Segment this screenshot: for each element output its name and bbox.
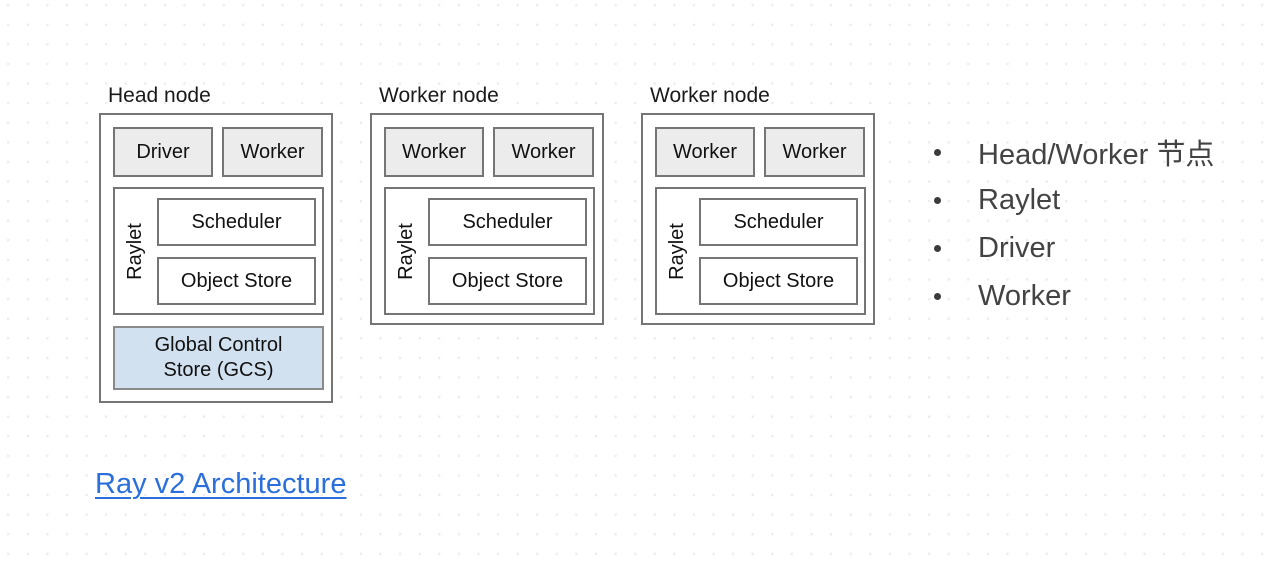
bullet-item-label: Driver (978, 231, 1056, 264)
head-node-object-store-box[interactable]: Object Store (157, 257, 316, 305)
head-node-raylet-box: Raylet Scheduler Object Store (113, 187, 324, 315)
raylet-label: Raylet (391, 189, 421, 313)
worker-node-2-title: Worker node (650, 84, 770, 107)
worker-box[interactable]: Worker (222, 127, 323, 177)
raylet-label: Raylet (662, 189, 692, 313)
worker-node-1-box: Worker Worker Raylet Scheduler Object St… (370, 113, 604, 325)
worker-node-2-unit-row: Worker Worker (655, 127, 865, 177)
bullet-dot-icon (934, 245, 941, 252)
bullet-item-label: Head/Worker 节点 (978, 139, 1215, 171)
worker-node-1-group: Worker node Worker Worker Raylet Schedul… (370, 83, 604, 325)
worker-box[interactable]: Worker (384, 127, 484, 177)
list-item: Worker (930, 272, 1260, 320)
gcs-label: Global Control Store (GCS) (155, 333, 283, 383)
worker-node-2-group: Worker node Worker Worker Raylet Schedul… (641, 83, 875, 325)
worker-node-1-object-store-box[interactable]: Object Store (428, 257, 587, 305)
bullet-item-label: Raylet (978, 183, 1061, 216)
driver-box[interactable]: Driver (113, 127, 213, 177)
head-node-box: Driver Worker Raylet Scheduler Object St… (99, 113, 333, 403)
raylet-label-text: Raylet (394, 222, 417, 280)
head-node-unit-row: Driver Worker (113, 127, 323, 177)
worker-node-2-object-store-box[interactable]: Object Store (699, 257, 858, 305)
gcs-label-line1: Global Control (154, 334, 283, 356)
bullet-dot-icon (934, 293, 941, 300)
list-item: Head/Worker 节点 (930, 128, 1260, 176)
worker-node-1-unit-row: Worker Worker (384, 127, 594, 177)
worker-node-2-box: Worker Worker Raylet Scheduler Object St… (641, 113, 875, 325)
raylet-label-text: Raylet (665, 222, 688, 280)
head-node-scheduler-box[interactable]: Scheduler (157, 198, 316, 246)
worker-box[interactable]: Worker (764, 127, 865, 177)
list-item: Raylet (930, 176, 1260, 224)
list-item: Driver (930, 224, 1260, 272)
gcs-label-line2: Store (GCS) (163, 359, 274, 381)
worker-node-1-scheduler-box[interactable]: Scheduler (428, 198, 587, 246)
bullet-dot-icon (934, 149, 941, 156)
worker-node-1-title: Worker node (379, 84, 499, 107)
raylet-label-text: Raylet (123, 222, 146, 280)
bullet-item-label: Worker (978, 279, 1071, 312)
bullet-list: Head/Worker 节点 Raylet Driver Worker (930, 128, 1260, 320)
worker-box[interactable]: Worker (655, 127, 755, 177)
bullet-dot-icon (934, 197, 941, 204)
ray-architecture-link[interactable]: Ray v2 Architecture (95, 468, 347, 500)
worker-node-2-raylet-box: Raylet Scheduler Object Store (655, 187, 866, 315)
global-control-store-box[interactable]: Global Control Store (GCS) (113, 326, 324, 390)
worker-box[interactable]: Worker (493, 127, 594, 177)
head-node-title: Head node (108, 84, 211, 107)
worker-node-1-raylet-box: Raylet Scheduler Object Store (384, 187, 595, 315)
raylet-label: Raylet (120, 189, 150, 313)
worker-node-2-scheduler-box[interactable]: Scheduler (699, 198, 858, 246)
head-node-group: Head node Driver Worker Raylet Scheduler… (99, 83, 333, 403)
